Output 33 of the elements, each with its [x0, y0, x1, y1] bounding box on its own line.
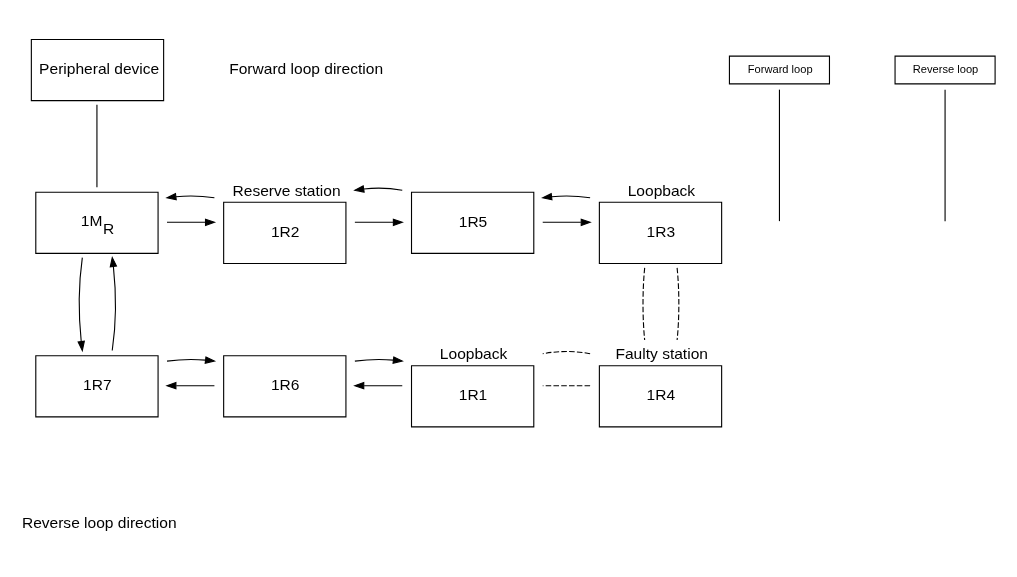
connector	[542, 384, 591, 386]
node-label: Reserve station	[232, 181, 341, 199]
arrow	[165, 381, 215, 390]
node-box: 1R3	[598, 201, 723, 264]
label: Forward loop direction	[229, 59, 384, 77]
arrow	[77, 256, 86, 352]
node-label: Loopback	[439, 344, 508, 362]
arrow	[354, 355, 404, 364]
connector	[542, 350, 591, 354]
arrow	[109, 255, 118, 351]
node-box: 1R4	[598, 364, 723, 427]
node-label: Faulty station	[615, 344, 708, 362]
node-box: Peripheral device	[30, 38, 165, 101]
arrow	[353, 381, 403, 390]
connector	[676, 266, 680, 341]
arrow	[353, 184, 403, 193]
arrow	[166, 355, 217, 364]
node-box: 1R2	[223, 201, 347, 264]
arrow	[541, 192, 591, 201]
arrow	[542, 217, 592, 226]
node-label: Loopback	[627, 181, 696, 199]
node-box: 1R5	[410, 191, 535, 254]
connector	[642, 266, 646, 341]
node-box: Reverse loop	[894, 55, 996, 84]
arrow	[165, 192, 215, 201]
node-box: 1R1	[410, 364, 535, 427]
node-box: Forward loop	[728, 55, 831, 84]
arrow	[354, 217, 404, 226]
node-box: 1R6	[223, 354, 347, 417]
label: Reverse loop direction	[21, 513, 177, 531]
connector	[778, 88, 780, 222]
node-box: 1R7	[35, 354, 159, 417]
arrow	[166, 217, 217, 226]
